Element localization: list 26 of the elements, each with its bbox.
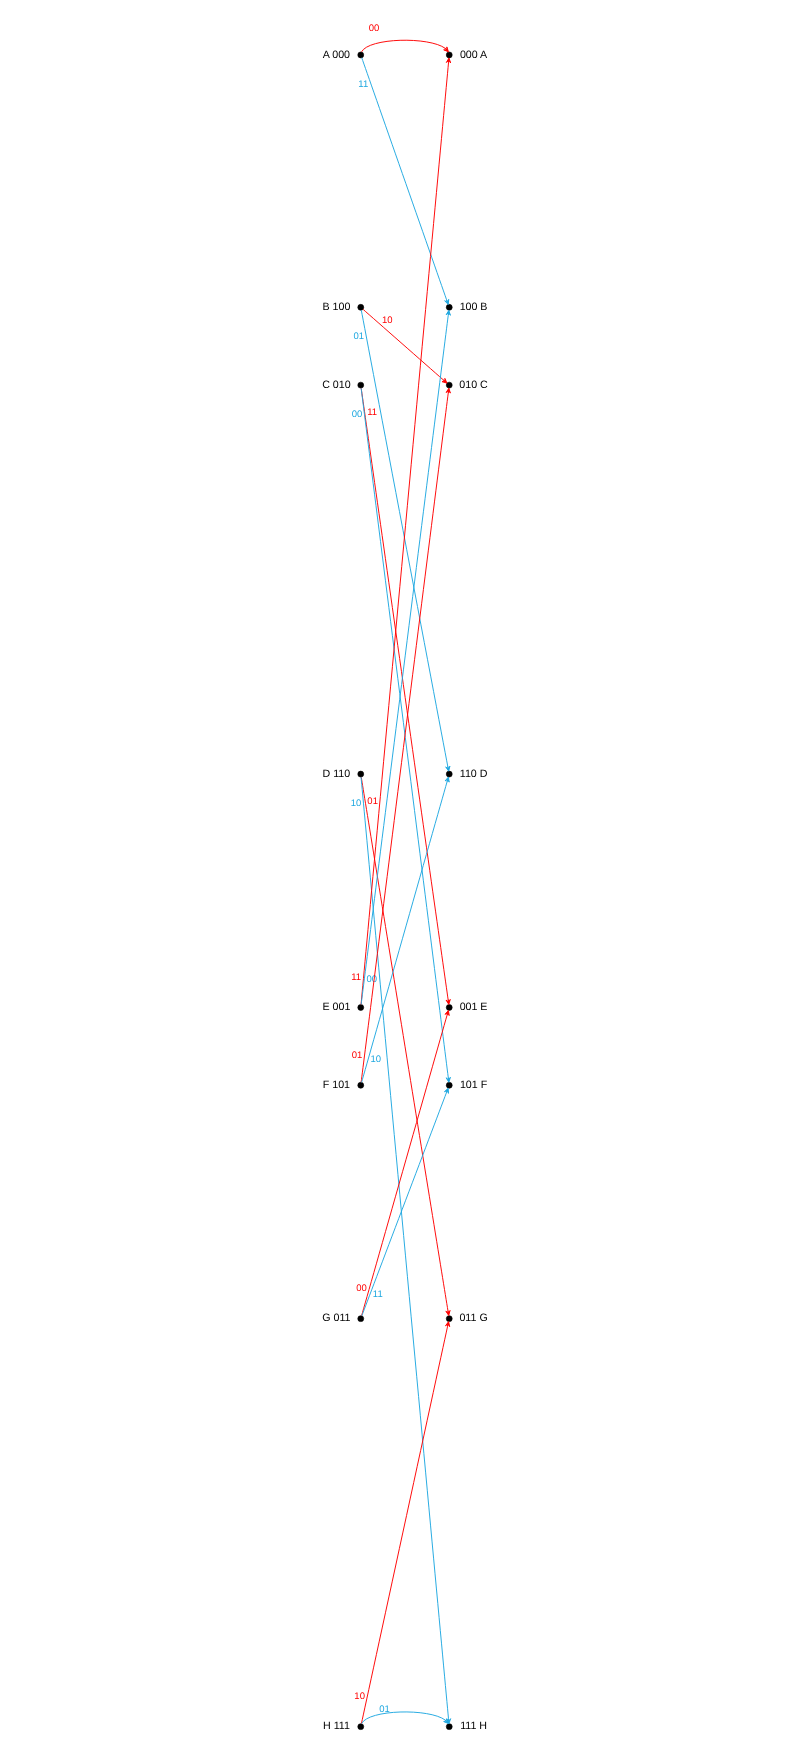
arrow <box>361 1711 449 1725</box>
node-circle <box>357 381 365 389</box>
arrow <box>361 776 450 1083</box>
node-circle <box>445 1723 453 1730</box>
node-circle <box>357 770 365 778</box>
node-circle <box>357 1315 365 1322</box>
node-circle <box>445 1004 453 1011</box>
node-circle <box>357 51 365 59</box>
node-circle <box>445 1082 453 1089</box>
node-circle <box>357 1723 365 1730</box>
node-circle <box>445 51 453 59</box>
arrow <box>361 39 449 53</box>
arrow <box>361 1087 449 1317</box>
arrow <box>360 57 452 1005</box>
node-circle <box>445 770 453 778</box>
node-circle <box>445 381 453 389</box>
node-circle <box>357 1082 365 1089</box>
node-circle <box>445 304 453 311</box>
node-circle <box>357 1004 365 1011</box>
node-circle <box>357 304 365 311</box>
arrow <box>360 309 451 772</box>
arrow <box>361 57 450 305</box>
arrow <box>360 776 451 1316</box>
arrow <box>361 1009 450 1317</box>
node-circle <box>445 1315 453 1322</box>
arrow <box>362 308 448 384</box>
